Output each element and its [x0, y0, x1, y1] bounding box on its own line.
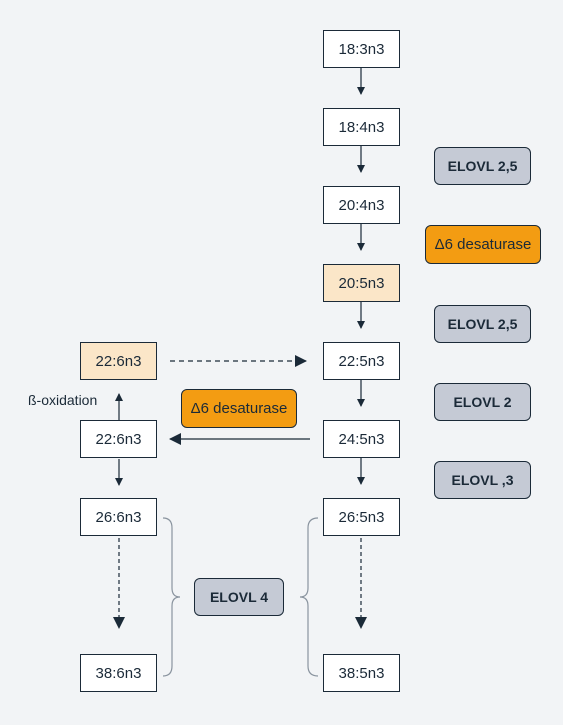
brace-left — [162, 517, 181, 677]
node-22-6n3: 22:6n3 — [80, 420, 157, 458]
enzyme-delta6-desaturase-right: Δ6 desaturase — [425, 225, 541, 264]
node-24-5n3: 24:5n3 — [323, 420, 400, 458]
node-18-4n3: 18:4n3 — [323, 108, 400, 146]
node-26-5n3: 26:5n3 — [323, 498, 400, 536]
enzyme-elovl-2-5-first: ELOVL 2,5 — [434, 147, 531, 185]
node-22-5n3: 22:5n3 — [323, 342, 400, 380]
node-22-6n3-top: 22:6n3 — [80, 342, 157, 380]
enzyme-elovl-3: ELOVL ,3 — [434, 461, 531, 499]
node-38-6n3: 38:6n3 — [80, 654, 157, 692]
enzyme-elovl-2: ELOVL 2 — [434, 383, 531, 421]
node-20-5n3: 20:5n3 — [323, 264, 400, 302]
beta-oxidation-label: ß-oxidation — [28, 392, 98, 408]
enzyme-delta6-desaturase-left: Δ6 desaturase — [181, 389, 297, 428]
node-26-6n3: 26:6n3 — [80, 498, 157, 536]
enzyme-elovl-2-5-second: ELOVL 2,5 — [434, 305, 531, 343]
brace-right — [299, 517, 319, 677]
node-18-3n3: 18:3n3 — [323, 30, 400, 68]
enzyme-elovl-4: ELOVL 4 — [194, 578, 284, 616]
node-38-5n3: 38:5n3 — [323, 654, 400, 692]
node-20-4n3: 20:4n3 — [323, 186, 400, 224]
